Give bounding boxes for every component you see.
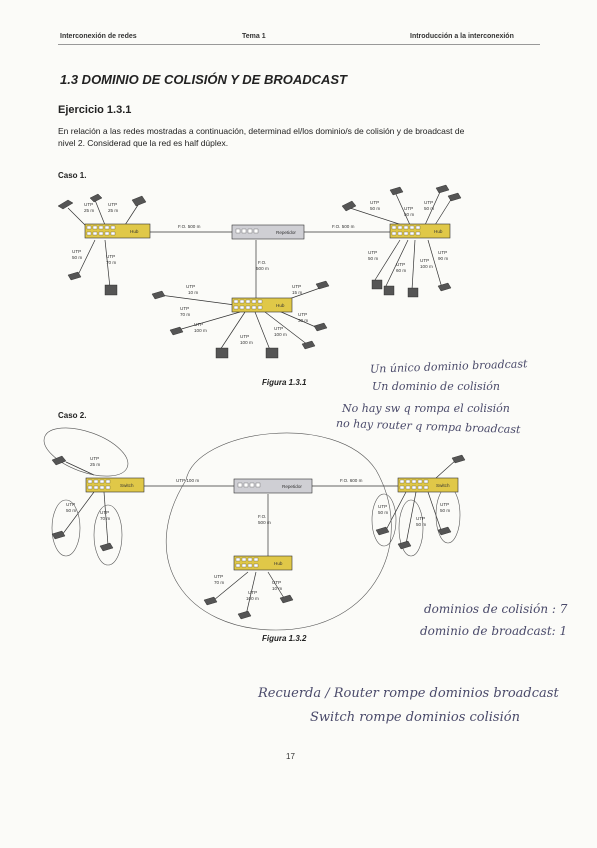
caso1-label: Caso 1. — [58, 171, 87, 180]
hub-label-3: Hub — [276, 303, 285, 308]
svg-text:F.O.: F.O. — [258, 514, 266, 519]
handwritten-case1-line3: No hay sw q rompa el colisión — [342, 402, 510, 415]
page-number: 17 — [286, 752, 295, 761]
svg-text:50 m: 50 m — [368, 256, 378, 261]
svg-text:UTP: UTP — [378, 504, 387, 509]
hub-label-1: Hub — [130, 229, 139, 234]
svg-text:F.O. 500 m: F.O. 500 m — [332, 224, 355, 229]
handwritten-case2-line1: dominios de colisión : 7 — [424, 602, 568, 616]
figure-2-caption: Figura 1.3.2 — [262, 634, 307, 643]
svg-text:50 m: 50 m — [370, 206, 380, 211]
svg-text:15 m: 15 m — [292, 290, 302, 295]
header-rule — [58, 44, 540, 45]
svg-text:UTP: UTP — [404, 206, 413, 211]
exercise-title: Ejercicio 1.3.1 — [58, 104, 132, 116]
svg-text:50 m: 50 m — [440, 508, 450, 513]
svg-text:100 m: 100 m — [274, 332, 287, 337]
svg-text:UTP: UTP — [214, 574, 223, 579]
svg-text:UTP: UTP — [368, 250, 377, 255]
svg-text:50 m: 50 m — [378, 510, 388, 515]
svg-text:UTP: UTP — [248, 590, 257, 595]
handwritten-rule-line2: Switch rompe dominios colisión — [310, 710, 520, 725]
header-left: Interconexión de redes — [60, 33, 137, 40]
svg-text:F.O. 600 m: F.O. 600 m — [340, 478, 363, 483]
svg-text:50 m: 50 m — [416, 522, 426, 527]
svg-text:UTP: UTP — [396, 262, 405, 267]
svg-text:UTP: UTP — [66, 502, 75, 507]
svg-text:500 m: 500 m — [258, 520, 271, 525]
svg-text:UTP: UTP — [194, 322, 203, 327]
svg-text:UTP: UTP — [108, 202, 117, 207]
svg-text:UTP: UTP — [438, 250, 447, 255]
svg-text:10 m: 10 m — [272, 586, 282, 591]
svg-text:UTP: UTP — [298, 312, 307, 317]
svg-text:100 m: 100 m — [240, 340, 253, 345]
svg-text:90 m: 90 m — [438, 256, 448, 261]
svg-text:25 m: 25 m — [90, 462, 100, 467]
svg-text:100 m: 100 m — [194, 328, 207, 333]
svg-text:10 m: 10 m — [188, 290, 198, 295]
header-center: Tema 1 — [242, 33, 266, 40]
svg-text:50 m: 50 m — [66, 508, 76, 513]
svg-text:UTP: UTP — [292, 284, 301, 289]
svg-text:UTP: UTP — [90, 456, 99, 461]
svg-text:UTP 100 m: UTP 100 m — [176, 478, 199, 483]
svg-text:UTP: UTP — [72, 249, 81, 254]
svg-text:50 m: 50 m — [72, 255, 82, 260]
svg-text:UTP: UTP — [272, 580, 281, 585]
svg-text:50 m: 50 m — [404, 212, 414, 217]
svg-text:50 m: 50 m — [424, 206, 434, 211]
switch-label-2: Switch — [436, 483, 450, 488]
hub-label-4: Hub — [274, 561, 283, 566]
svg-text:25 m: 25 m — [84, 208, 94, 213]
hub-label-2: Hub — [434, 229, 443, 234]
svg-text:UTP: UTP — [424, 200, 433, 205]
svg-text:70 m: 70 m — [100, 516, 110, 521]
caso2-label: Caso 2. — [58, 411, 87, 420]
figure-1-caption: Figura 1.3.1 — [262, 378, 307, 387]
svg-text:UTP: UTP — [274, 326, 283, 331]
svg-text:70 m: 70 m — [214, 580, 224, 585]
exercise-text-1: En relación a las redes mostradas a cont… — [58, 126, 465, 136]
svg-text:UTP: UTP — [106, 254, 115, 259]
svg-text:UTP: UTP — [100, 510, 109, 515]
svg-text:100 m: 100 m — [246, 596, 259, 601]
svg-text:UTP: UTP — [186, 284, 195, 289]
svg-text:70 m: 70 m — [180, 312, 190, 317]
svg-text:60 m: 60 m — [396, 268, 406, 273]
header-right: Introducción a la interconexión — [410, 33, 514, 40]
svg-text:100 m: 100 m — [420, 264, 433, 269]
svg-text:UTP: UTP — [180, 306, 189, 311]
handwritten-rule-line1: Recuerda / Router rompe dominios broadca… — [258, 686, 559, 701]
svg-text:UTP: UTP — [84, 202, 93, 207]
svg-text:F.O.: F.O. — [258, 260, 266, 265]
svg-text:70 m: 70 m — [106, 260, 116, 265]
svg-text:500 m: 500 m — [256, 266, 269, 271]
handwritten-case2-line2: dominio de broadcast: 1 — [420, 624, 568, 638]
handwritten-case1-line2: Un dominio de colisión — [372, 380, 500, 393]
svg-text:F.O. 500 m: F.O. 500 m — [178, 224, 201, 229]
repetidor-label-2: Repetidor — [282, 484, 302, 489]
svg-text:UTP: UTP — [416, 516, 425, 521]
svg-text:UTP: UTP — [440, 502, 449, 507]
svg-text:30 m: 30 m — [298, 318, 308, 323]
exercise-text-2: nivel 2. Considerad que la red es half d… — [58, 138, 229, 148]
repetidor-label: Repetidor — [276, 230, 296, 235]
switch-label-1: Switch — [120, 483, 134, 488]
svg-text:UTP: UTP — [370, 200, 379, 205]
svg-text:UTP: UTP — [420, 258, 429, 263]
svg-text:25 m: 25 m — [108, 208, 118, 213]
svg-text:UTP: UTP — [240, 334, 249, 339]
section-title: 1.3 DOMINIO DE COLISIÓN Y DE BROADCAST — [60, 72, 348, 87]
